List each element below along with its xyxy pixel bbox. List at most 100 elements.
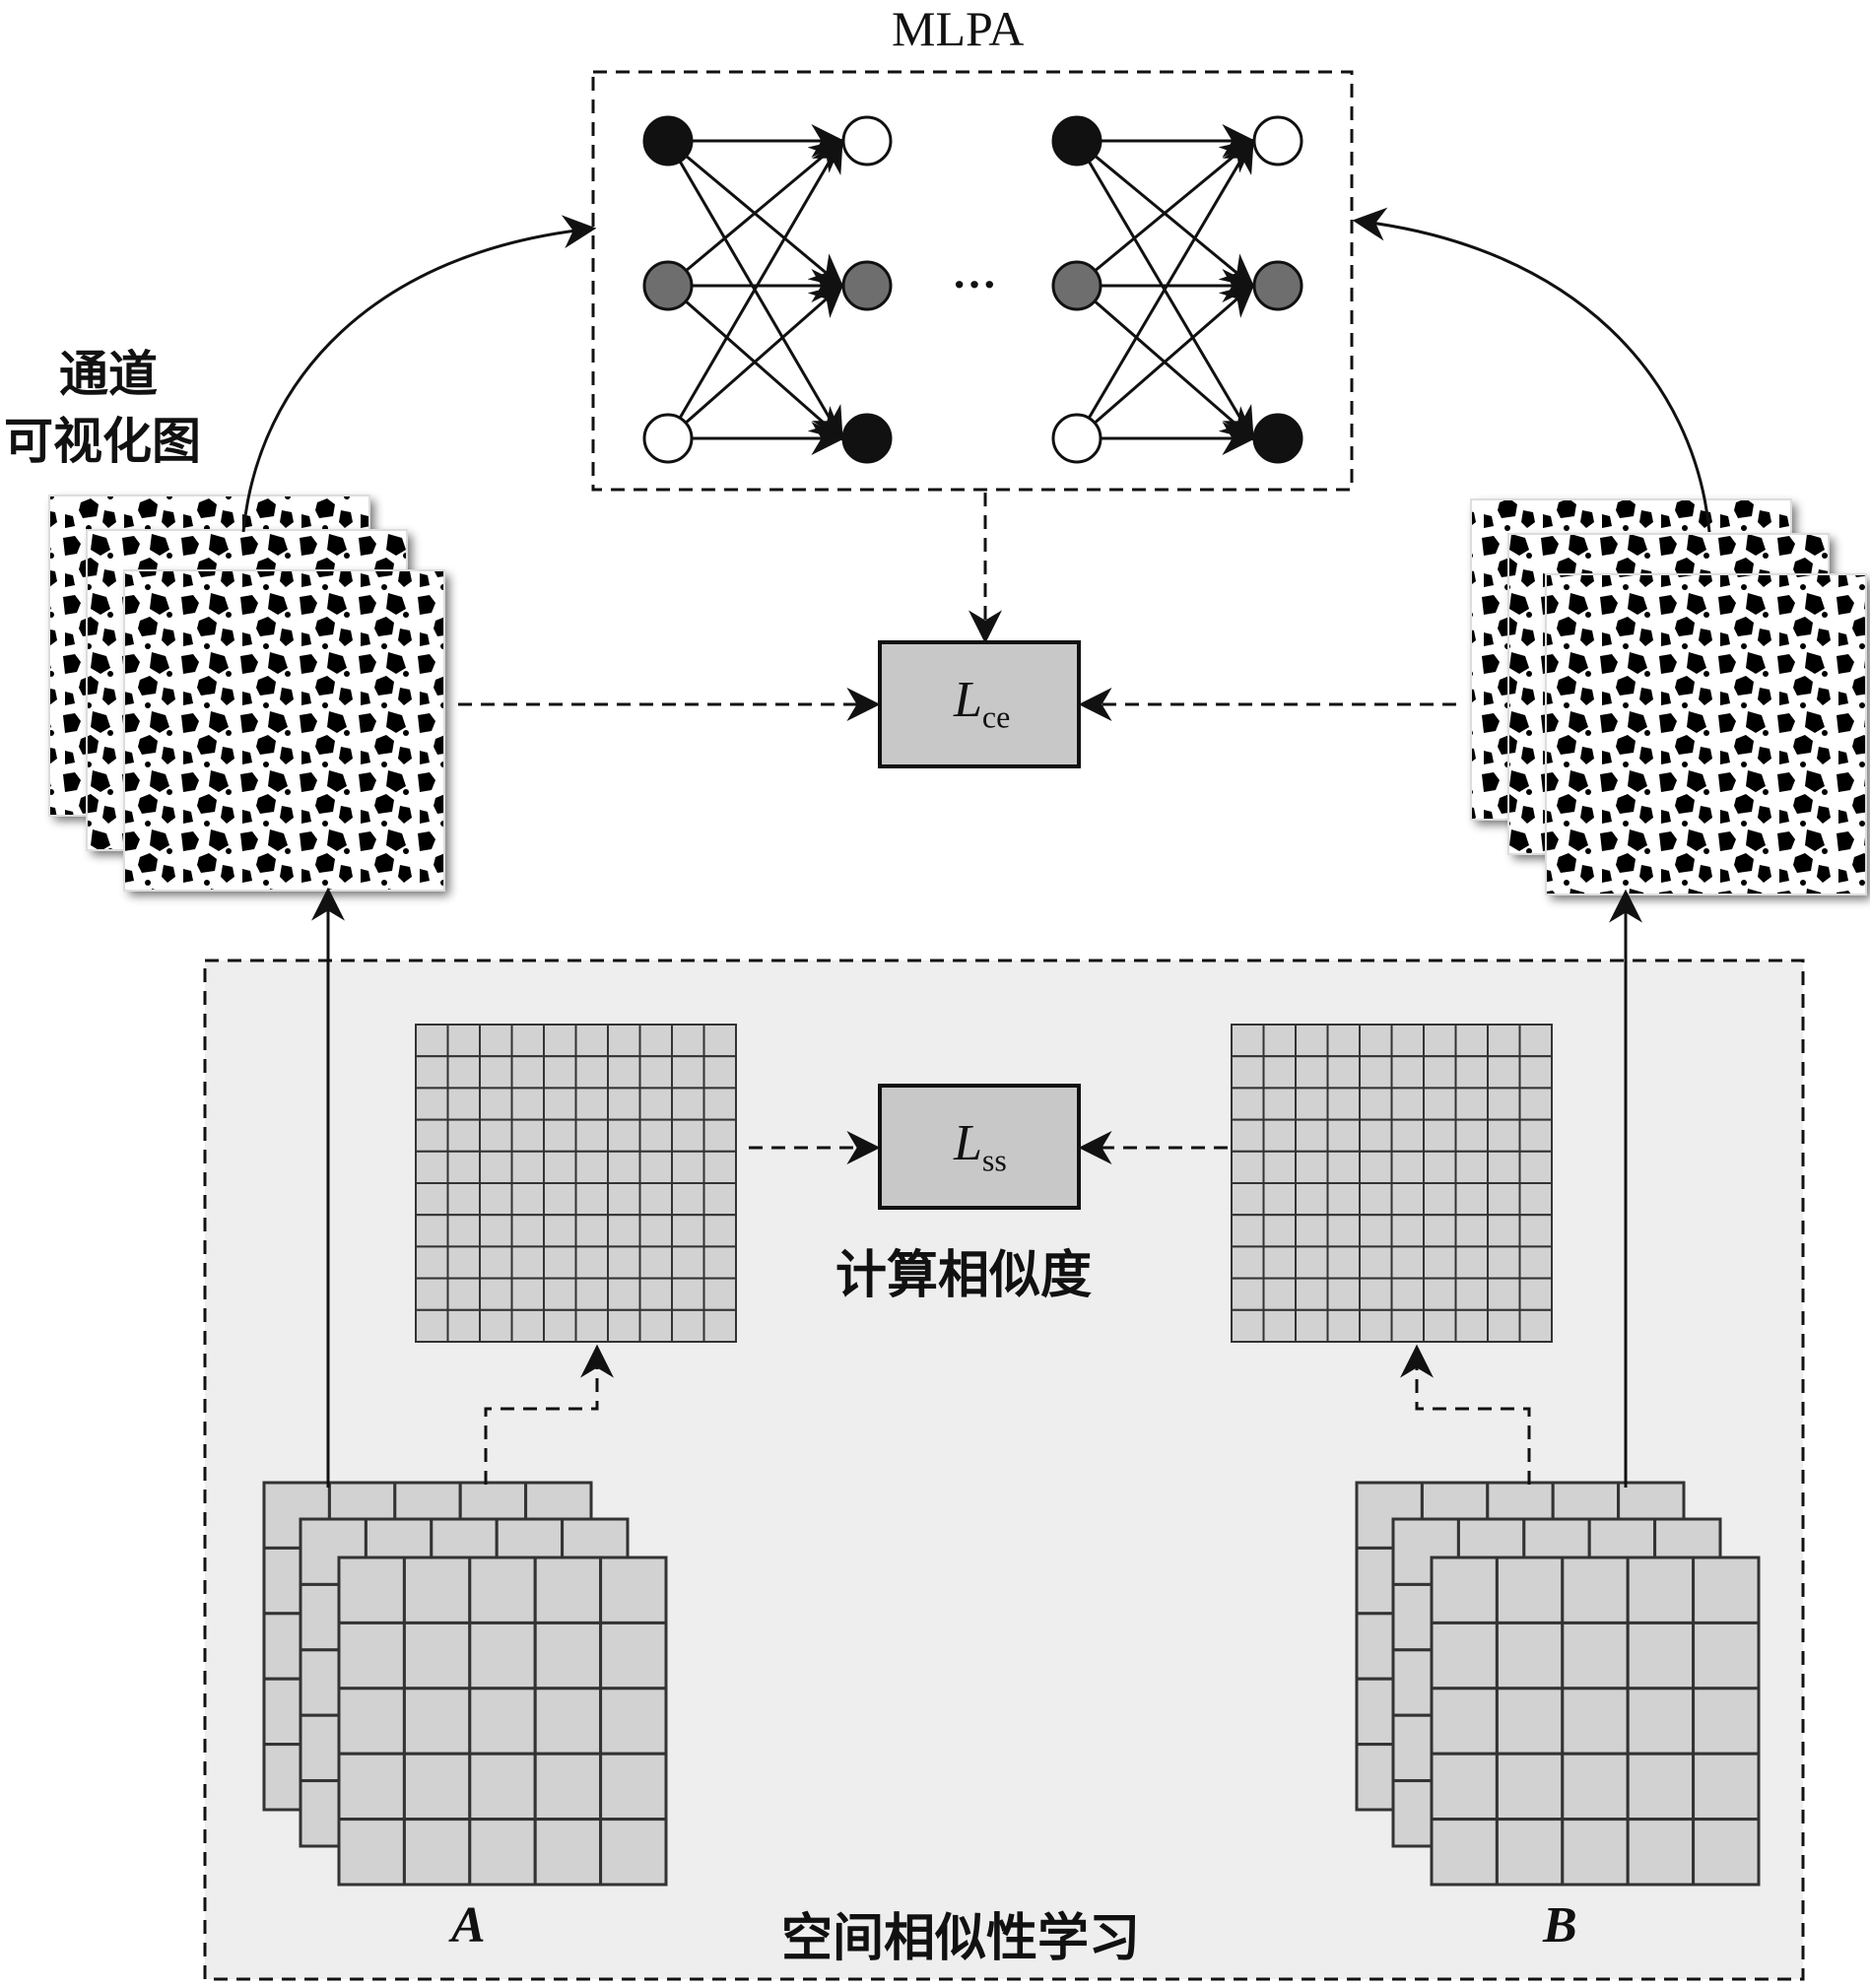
similarity-cell [1359, 1024, 1393, 1058]
similarity-cell [1326, 1277, 1361, 1311]
feature-map-b [1355, 1481, 1761, 1887]
similarity-cell [1359, 1277, 1393, 1311]
similarity-cell [702, 1214, 737, 1248]
feature-map-cell [1495, 1818, 1565, 1887]
similarity-cell [1390, 1182, 1425, 1217]
channel-visualization-left [48, 495, 445, 892]
mlp-edge [1075, 138, 1254, 439]
similarity-cell [1454, 1245, 1489, 1280]
similarity-cell [1518, 1308, 1553, 1344]
visualization-border [123, 569, 445, 892]
similarity-cell [638, 1277, 673, 1311]
similarity-cell [638, 1055, 673, 1090]
mlp-output-node [841, 413, 893, 464]
similarity-cell [446, 1118, 481, 1153]
similarity-cell [638, 1214, 673, 1248]
mlp-edge [667, 283, 844, 440]
similarity-cell [1262, 1182, 1297, 1217]
feature-map-cell [533, 1752, 603, 1822]
similarity-cell [671, 1245, 705, 1280]
similarity-cell [510, 1214, 545, 1248]
similarity-cell [702, 1150, 737, 1185]
similarity-cell [1390, 1118, 1425, 1153]
similarity-cell [510, 1024, 545, 1058]
similarity-cell [638, 1024, 673, 1058]
feature-map-cell [1692, 1752, 1761, 1822]
feature-map-layer-3 [1430, 1556, 1761, 1887]
similarity-cell [446, 1182, 481, 1217]
similarity-cell [607, 1087, 641, 1121]
similarity-cell [1231, 1118, 1265, 1153]
similarity-cell [1423, 1308, 1457, 1344]
mlp-output-node [841, 115, 893, 166]
feature-map-cell [1430, 1556, 1499, 1624]
similarity-cell [607, 1277, 641, 1311]
feature-map-cell [599, 1687, 668, 1756]
feature-map-cell [1561, 1818, 1630, 1887]
loss-ce-box [878, 640, 1081, 768]
similarity-cell [607, 1055, 641, 1090]
feature-map-cell [1561, 1687, 1630, 1756]
feature-map-cell [1626, 1621, 1696, 1690]
visualization-map [1546, 574, 1866, 895]
similarity-cell [1262, 1214, 1297, 1248]
similarity-cell [1295, 1024, 1329, 1058]
similarity-cell [446, 1245, 481, 1280]
feature-map-cell [1692, 1556, 1761, 1624]
feature-map-cell [533, 1687, 603, 1756]
similarity-cell [1390, 1055, 1425, 1090]
similarity-cell [607, 1118, 641, 1153]
feature-map-cell [1561, 1752, 1630, 1822]
similarity-cell [1262, 1150, 1297, 1185]
similarity-cell [1423, 1214, 1457, 1248]
similarity-cell [1295, 1308, 1329, 1344]
similarity-cell [1231, 1245, 1265, 1280]
similarity-cell [1295, 1214, 1329, 1248]
visualization-layer-3 [123, 569, 445, 892]
similarity-cell [1487, 1055, 1521, 1090]
feature-map-cell [1495, 1687, 1565, 1756]
similarity-cell [1359, 1308, 1393, 1344]
layer-ellipsis: ··· [952, 259, 998, 309]
similarity-cell [702, 1308, 737, 1344]
similarity-cell [607, 1182, 641, 1217]
similarity-cell [1359, 1118, 1393, 1153]
similarity-cell [1487, 1118, 1521, 1153]
similarity-cell [1454, 1055, 1489, 1090]
similarity-cell [702, 1182, 737, 1217]
similarity-cell [415, 1118, 449, 1153]
similarity-cell [1359, 1182, 1393, 1217]
similarity-cell [1454, 1214, 1489, 1248]
similarity-cell [671, 1214, 705, 1248]
similarity-cell [1359, 1214, 1393, 1248]
feature-map-cell [337, 1556, 406, 1624]
similarity-cell [1423, 1277, 1457, 1311]
feature-map-cell [1430, 1621, 1499, 1690]
feature-map-cell [468, 1621, 537, 1690]
similarity-cell [1487, 1087, 1521, 1121]
feature-b-label: B [1543, 1897, 1577, 1954]
similarity-cell [1359, 1055, 1393, 1090]
similarity-cell [1231, 1277, 1265, 1311]
similarity-cell [479, 1055, 513, 1090]
similarity-cell [671, 1024, 705, 1058]
similarity-cell [446, 1150, 481, 1185]
similarity-cell [1326, 1024, 1361, 1058]
similarity-cell [415, 1055, 449, 1090]
similarity-cell [1390, 1087, 1425, 1121]
feature-map-cell [468, 1687, 537, 1756]
mlp-input-node [642, 260, 694, 311]
similarity-cell [638, 1245, 673, 1280]
similarity-cell [1518, 1087, 1553, 1121]
similarity-cell [574, 1024, 609, 1058]
similarity-cell [1518, 1214, 1553, 1248]
similarity-cell [479, 1118, 513, 1153]
similarity-cell [1326, 1118, 1361, 1153]
similarity-cell [574, 1150, 609, 1185]
mlp-input-node [1051, 115, 1102, 166]
similarity-cell [574, 1087, 609, 1121]
feature-map-cell [1692, 1818, 1761, 1887]
similarity-cell [543, 1214, 577, 1248]
similarity-cell [1518, 1245, 1553, 1280]
feature-map-cell [468, 1752, 537, 1822]
